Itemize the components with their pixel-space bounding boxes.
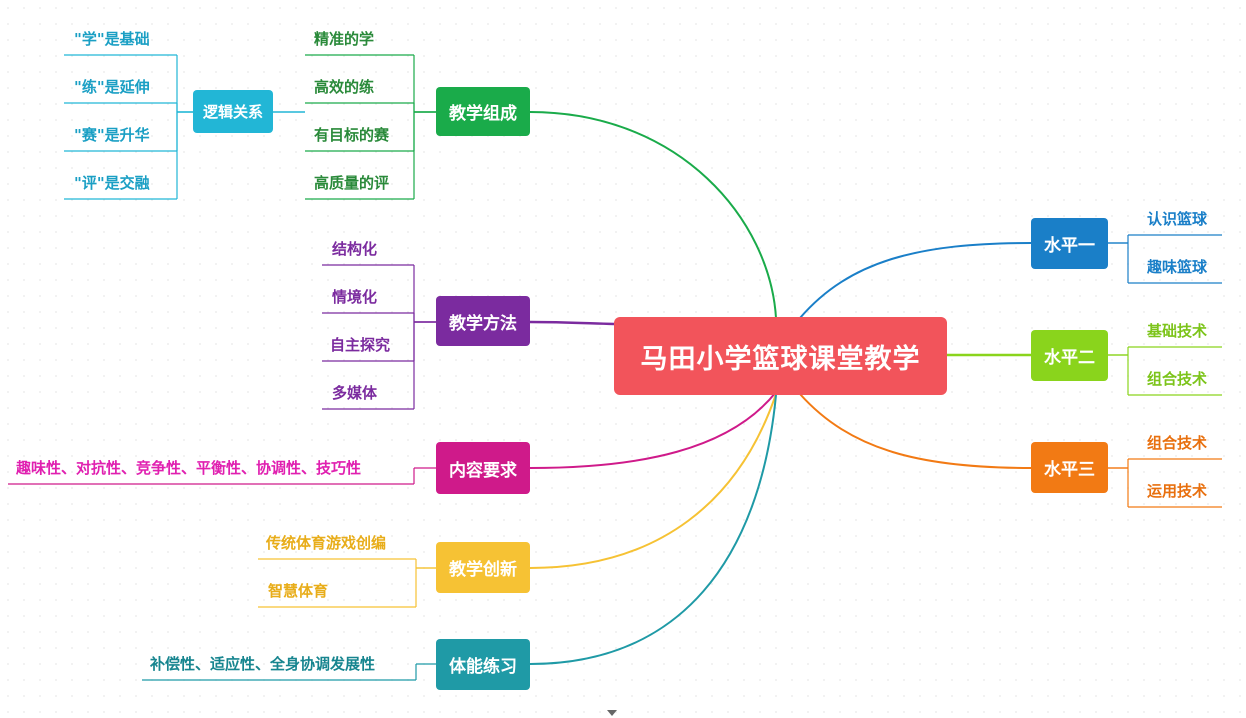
connector-root-tineng <box>529 394 777 665</box>
leaf-luoji-1[interactable]: "学"是基础 <box>74 30 150 48</box>
connector-root-chuangxin <box>529 393 777 569</box>
leaf-fangfa-4[interactable]: 多媒体 <box>332 384 378 402</box>
leaf-shuiping2-2[interactable]: 组合技术 <box>1147 370 1208 388</box>
leaf-fangfa-2[interactable]: 情境化 <box>332 288 378 306</box>
topic-tineng-lianxi[interactable]: 体能练习 <box>436 639 530 690</box>
root-topic[interactable]: 马田小学篮球课堂教学 <box>614 317 947 395</box>
leaf-luoji-4[interactable]: "评"是交融 <box>74 174 150 192</box>
leaf-shuiping3-2[interactable]: 运用技术 <box>1147 482 1208 500</box>
leaf-luoji-3[interactable]: "赛"是升华 <box>74 126 150 144</box>
leaf-zucheng-4[interactable]: 高质量的评 <box>314 174 390 192</box>
connector-root-fangfa <box>529 320 615 326</box>
connector-root-shuiping3 <box>799 393 1032 469</box>
connector-root-zucheng <box>529 111 777 319</box>
connector-root-neirong <box>529 391 777 469</box>
leaf-fangfa-3[interactable]: 自主探究 <box>330 336 391 354</box>
leaf-shuiping2-1[interactable]: 基础技术 <box>1147 322 1208 340</box>
topic-neirong-yaoqiu[interactable]: 内容要求 <box>436 442 530 494</box>
topic-shuiping-3[interactable]: 水平三 <box>1031 442 1108 493</box>
topic-jiaoxue-chuangxin[interactable]: 教学创新 <box>436 542 530 593</box>
leaf-chuangxin-2[interactable]: 智慧体育 <box>268 582 329 600</box>
topic-luoji-guanxi[interactable]: 逻辑关系 <box>193 90 273 133</box>
topic-jiaoxue-zucheng[interactable]: 教学组成 <box>436 87 530 136</box>
leaf-shuiping1-1[interactable]: 认识篮球 <box>1147 210 1208 228</box>
topic-shuiping-2[interactable]: 水平二 <box>1031 330 1108 381</box>
topic-jiaoxue-fangfa[interactable]: 教学方法 <box>436 296 530 346</box>
leaf-zucheng-1[interactable]: 精准的学 <box>314 30 375 48</box>
connector-root-shuiping1 <box>799 242 1032 319</box>
topic-shuiping-1[interactable]: 水平一 <box>1031 218 1108 269</box>
leaf-shuiping3-1[interactable]: 组合技术 <box>1147 434 1208 452</box>
leaf-fangfa-1[interactable]: 结构化 <box>332 240 378 258</box>
leaf-shuiping1-2[interactable]: 趣味篮球 <box>1147 258 1208 276</box>
leaf-neirong-1[interactable]: 趣味性、对抗性、竞争性、平衡性、协调性、技巧性 <box>16 459 362 477</box>
leaf-luoji-2[interactable]: "练"是延伸 <box>74 78 150 96</box>
leaf-zucheng-3[interactable]: 有目标的赛 <box>314 126 390 144</box>
collapse-arrow-icon[interactable] <box>607 710 617 716</box>
leaf-chuangxin-1[interactable]: 传统体育游戏创编 <box>266 534 387 552</box>
leaf-zucheng-2[interactable]: 高效的练 <box>314 78 375 96</box>
leaf-tineng-1[interactable]: 补偿性、适应性、全身协调发展性 <box>150 655 376 673</box>
